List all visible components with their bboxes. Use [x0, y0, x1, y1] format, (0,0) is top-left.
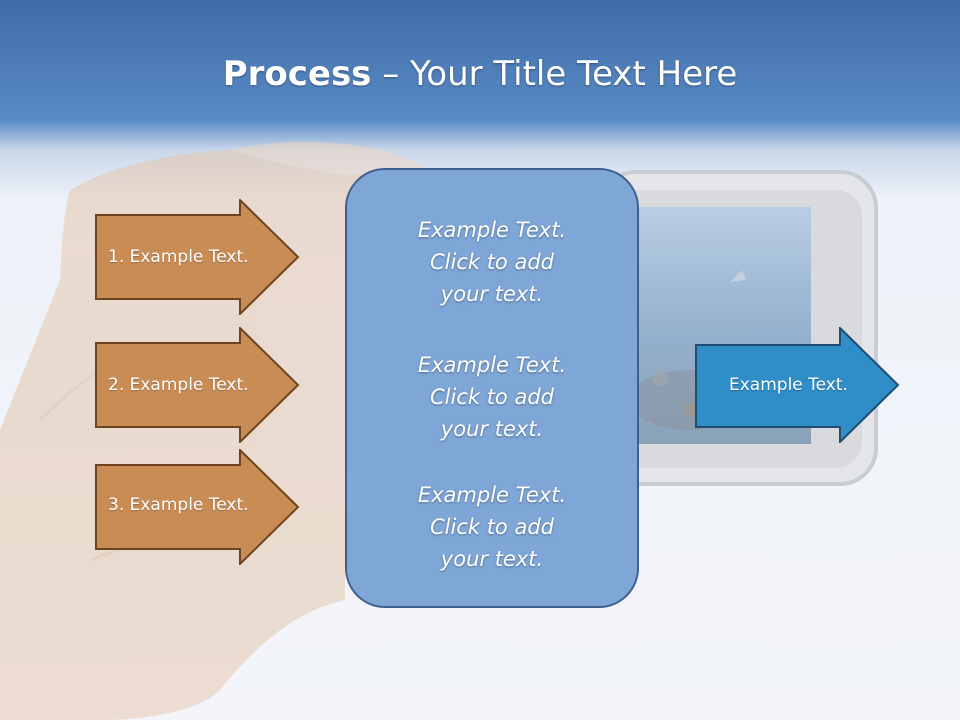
block-line: Example Text. [417, 218, 567, 242]
output-label: Example Text. [729, 375, 848, 395]
step-arrow-1[interactable]: 1. Example Text. [95, 199, 300, 315]
center-text-block-1[interactable]: Example Text. Click to add your text. [347, 214, 637, 310]
block-line: your text. [440, 282, 544, 306]
step-arrow-3[interactable]: 3. Example Text. [95, 449, 300, 565]
step-label-1: 1. Example Text. [108, 247, 249, 267]
title-rest: – Your Title Text Here [371, 54, 738, 94]
arrow-shape [95, 199, 300, 315]
block-line: Click to add [429, 250, 554, 274]
step-label-3: 3. Example Text. [108, 495, 249, 515]
arrow-shape [95, 327, 300, 443]
center-text-block-3[interactable]: Example Text. Click to add your text. [347, 479, 637, 575]
center-text-block-2[interactable]: Example Text. Click to add your text. [347, 349, 637, 445]
block-line: Example Text. [417, 483, 567, 507]
block-line: Example Text. [417, 353, 567, 377]
block-line: your text. [440, 417, 544, 441]
block-line: your text. [440, 547, 544, 571]
slide-title: Process – Your Title Text Here [0, 52, 960, 96]
step-arrow-2[interactable]: 2. Example Text. [95, 327, 300, 443]
output-arrow[interactable]: Example Text. [695, 327, 900, 443]
arrow-shape [695, 327, 900, 443]
arrow-shape [95, 449, 300, 565]
title-bold: Process [222, 54, 372, 94]
step-label-2: 2. Example Text. [108, 375, 249, 395]
block-line: Click to add [429, 385, 554, 409]
center-text-box[interactable]: Example Text. Click to add your text. Ex… [345, 168, 639, 608]
block-line: Click to add [429, 515, 554, 539]
